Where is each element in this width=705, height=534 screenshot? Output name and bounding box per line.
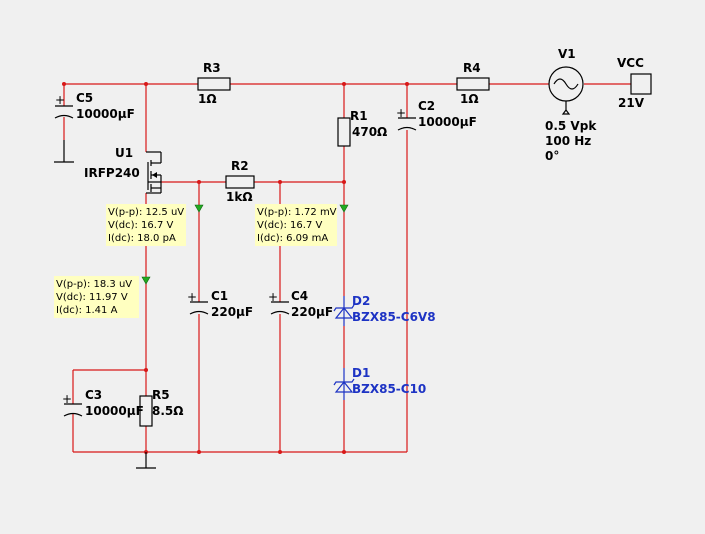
d1-ref: D1 [352,366,370,380]
probe-2[interactable]: V(p-p): 1.72 mV V(dc): 16.7 V I(dc): 6.0… [255,204,349,246]
probe-vdc: V(dc): 11.97 V [56,292,128,303]
probe-3[interactable]: V(p-p): 18.3 uV V(dc): 11.97 V I(dc): 1.… [54,276,151,318]
c3-ref: C3 [85,388,102,402]
junction-dot [197,180,201,184]
c4-ref: C4 [291,289,308,303]
vcc-terminal[interactable]: VCC 21V [617,56,652,110]
probe-box [106,204,186,246]
resistor-r4[interactable]: R4 1Ω [456,61,490,106]
svg-text:+: + [55,93,65,107]
svg-text:+: + [268,290,278,304]
zener-diode-d1[interactable]: D1 BZX85-C10 [333,366,426,400]
c3-value: 10000µF [85,404,144,418]
resistor-r5[interactable]: R5 8.5Ω [139,388,183,427]
capacitor-c4[interactable]: + C4 220µF [268,289,333,319]
c2-ref: C2 [418,99,435,113]
junction-dot [342,180,346,184]
capacitor-c1[interactable]: + C1 220µF [187,289,253,319]
u1-value: IRFP240 [84,166,140,180]
r3-value: 1Ω [198,92,217,106]
r5-ref: R5 [152,388,170,402]
vcc-ref: VCC [617,56,644,70]
probe-vdc: V(dc): 16.7 V [108,220,173,231]
probe-marker-icon [339,204,349,213]
ac-source-v1[interactable]: V1 0.5 Vpk 100 Hz 0° [545,47,597,163]
capacitor-c5[interactable]: + C5 10000µF [54,91,135,121]
mosfet-u1[interactable]: U1 IRFP240 [84,146,162,194]
junction-dot [144,82,148,86]
junction-dot [278,180,282,184]
v1-ref: V1 [558,47,576,61]
probe-vpp: V(p-p): 12.5 uV [108,207,184,218]
r1-ref: R1 [350,109,368,123]
junction-dot [405,82,409,86]
v1-phase: 0° [545,149,559,163]
c1-ref: C1 [211,289,228,303]
vcc-value: 21V [618,96,645,110]
svg-text:+: + [62,392,72,406]
ground-symbol-c5[interactable] [54,140,74,163]
probe-idc: I(dc): 6.09 mA [257,233,328,244]
r3-ref: R3 [203,61,221,75]
c4-value: 220µF [291,305,333,319]
v1-amplitude: 0.5 Vpk [545,119,597,133]
junction-dot [342,82,346,86]
probe-marker-icon [141,276,151,285]
probe-idc: I(dc): 1.41 A [56,305,118,316]
c2-value: 10000µF [418,115,477,129]
zener-diode-d2[interactable]: D2 BZX85-C6V8 [333,294,436,326]
r2-ref: R2 [231,159,249,173]
c5-ref: C5 [76,91,93,105]
v1-frequency: 100 Hz [545,134,591,148]
r2-value: 1kΩ [226,190,253,204]
svg-text:+: + [187,290,197,304]
u1-ref: U1 [115,146,133,160]
probe-marker-icon [194,204,204,213]
resistor-r2[interactable]: R2 1kΩ [225,159,255,204]
r1-value: 470Ω [352,125,387,139]
d1-value: BZX85-C10 [352,382,426,396]
probe-vdc: V(dc): 16.7 V [257,220,322,231]
capacitor-c3[interactable]: + C3 10000µF [62,388,144,418]
resistor-r3[interactable]: R3 1Ω [197,61,231,106]
r5-value: 8.5Ω [152,404,183,418]
junctions [62,82,409,454]
probe-vpp: V(p-p): 1.72 mV [257,207,337,218]
svg-text:+: + [396,106,406,120]
junction-dot [342,450,346,454]
junction-dot [278,450,282,454]
junction-dot [144,368,148,372]
junction-dot [62,82,66,86]
capacitor-c2[interactable]: + C2 10000µF [396,99,477,131]
probe-vpp: V(p-p): 18.3 uV [56,279,132,290]
probe-box [255,204,337,246]
c5-value: 10000µF [76,107,135,121]
r4-ref: R4 [463,61,481,75]
probe-1[interactable]: V(p-p): 12.5 uV V(dc): 16.7 V I(dc): 18.… [106,204,204,246]
junction-dot [197,450,201,454]
d2-value: BZX85-C6V8 [352,310,436,324]
probe-box [54,276,139,318]
resistor-r1[interactable]: R1 470Ω [337,109,387,147]
r4-value: 1Ω [460,92,479,106]
d2-ref: D2 [352,294,370,308]
ground-symbol[interactable] [136,452,156,469]
probe-idc: I(dc): 18.0 pA [108,233,176,244]
c1-value: 220µF [211,305,253,319]
